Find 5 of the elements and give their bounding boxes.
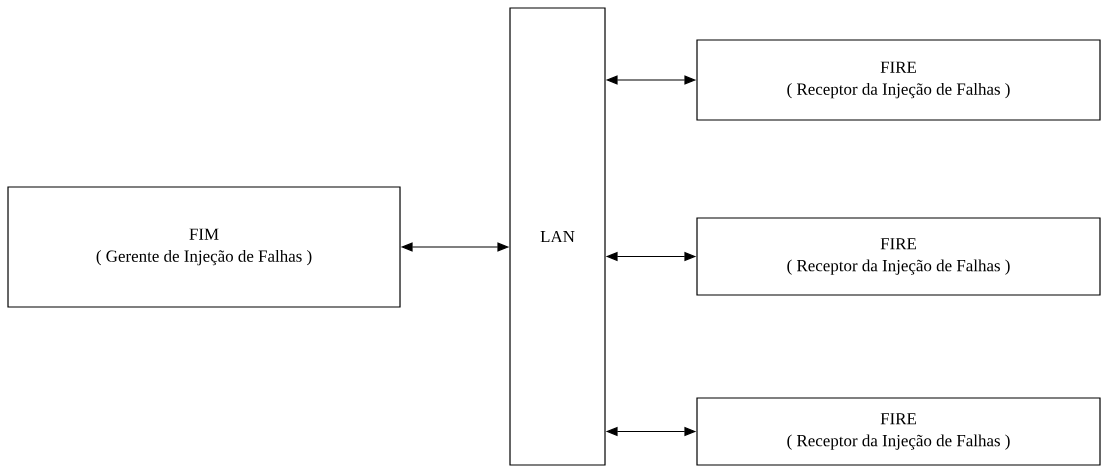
component-box: FIM ( Gerente de Injeção de Falhas ) xyxy=(7,186,401,308)
component-box: FIRE ( Receptor da Injeção de Falhas ) xyxy=(696,39,1101,121)
component-box: FIRE ( Receptor da Injeção de Falhas ) xyxy=(696,217,1101,296)
component-box: FIRE ( Receptor da Injeção de Falhas ) xyxy=(696,397,1101,466)
network-bar: LAN xyxy=(509,7,606,466)
